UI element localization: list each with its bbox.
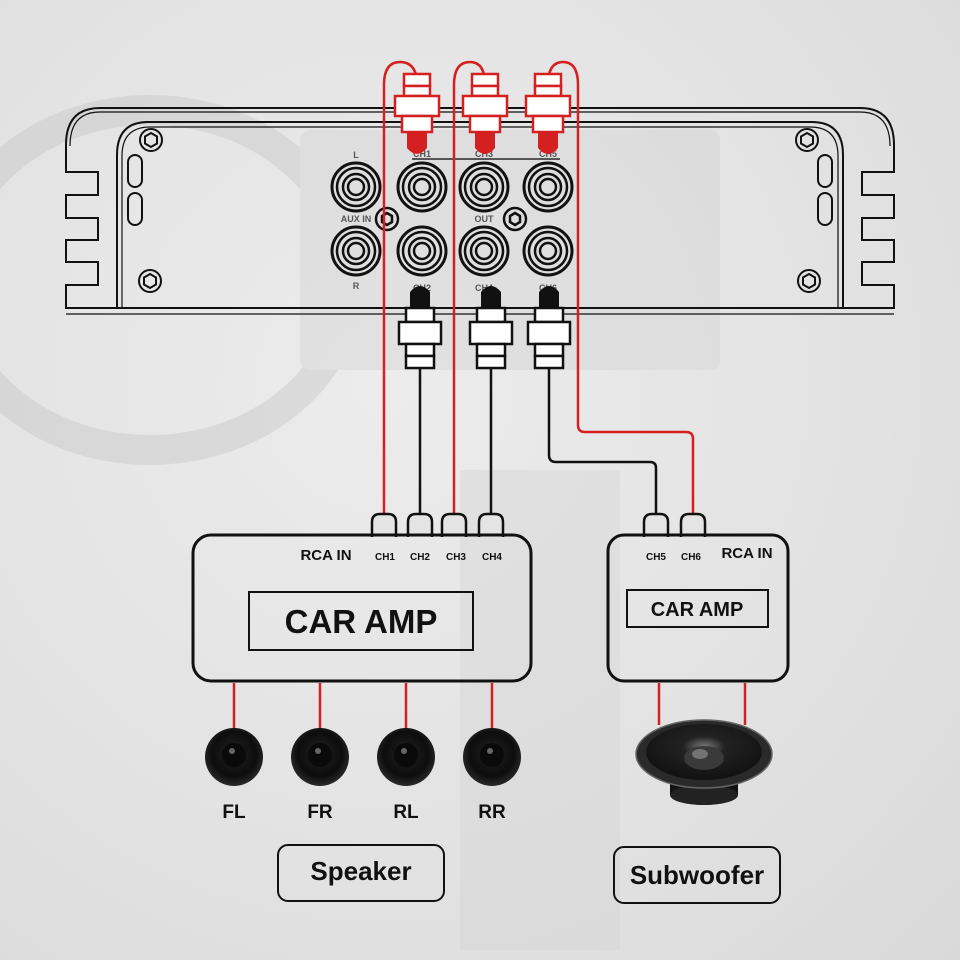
rca-jacks (330, 161, 574, 277)
rca-jack-icon (396, 225, 448, 277)
background-dashboard (0, 95, 720, 950)
amp-sub-input-jacks (642, 512, 707, 537)
vent-slots (127, 154, 833, 226)
aux-in-label: AUX IN (341, 214, 372, 224)
amp-input-jack-icon (477, 512, 505, 537)
amp-4ch-ch4-label: CH4 (482, 552, 502, 563)
red-rca-plug-icon (524, 72, 572, 154)
rca-jack-icon (458, 225, 510, 277)
speaker-group-label: Speaker (310, 856, 411, 886)
amp-sub-input-label: RCA IN (721, 545, 772, 562)
aux-right-label: R (353, 281, 360, 291)
speaker-rr: RR (463, 683, 521, 823)
rca-jack-icon (396, 161, 448, 213)
speaker-icon (291, 728, 349, 786)
red-rca-plug-icon (461, 72, 509, 154)
amp-sub: CH5 CH6 RCA IN CAR AMP (606, 512, 790, 683)
subwoofer-group-box (613, 846, 781, 904)
amp-input-jack-icon (406, 512, 434, 537)
speaker-label: RL (393, 802, 419, 823)
red-rca-plugs (393, 72, 572, 154)
amp-4ch-title-box (248, 591, 474, 651)
hu-ch1-label: CH1 (413, 149, 431, 159)
amp-4ch-ch3-label: CH3 (446, 552, 466, 563)
amp-input-jack-icon (642, 512, 670, 537)
black-rca-plugs (397, 286, 572, 370)
rca-jack-icon (330, 161, 382, 213)
black-rca-plug-icon (526, 286, 572, 370)
speaker-rl: RL (377, 683, 435, 823)
speaker-icon (205, 728, 263, 786)
amp-sub-ch6-label: CH6 (681, 552, 701, 563)
black-rca-plug-icon (468, 286, 514, 370)
speaker-label: RR (478, 802, 506, 823)
amp-input-jack-icon (440, 512, 468, 537)
amp-4ch-input-label: RCA IN (300, 547, 351, 564)
amp-4ch-ch2-label: CH2 (410, 552, 430, 563)
speaker-icon (377, 728, 435, 786)
speaker-label: FL (222, 802, 246, 823)
amp-input-jack-icon (370, 512, 398, 537)
amp-sub-title-box (626, 589, 769, 628)
speaker-fl: FL (205, 683, 263, 823)
screw-icon (138, 128, 821, 293)
black-rca-plug-icon (397, 286, 443, 370)
red-rca-plug-icon (393, 72, 441, 154)
amp-4ch: RCA IN CH1 CH2 CH3 CH4 CAR AMP (191, 512, 533, 683)
amp-4ch-body (191, 533, 533, 683)
wire-ch6-red (546, 60, 695, 520)
out-label: OUT (475, 214, 495, 224)
speaker-fr: FR (291, 683, 349, 823)
amp-4ch-input-jacks (370, 512, 505, 537)
speakers: FL FR RL RR (205, 683, 521, 823)
speaker-group-box (277, 844, 445, 902)
sub-wires (657, 683, 747, 725)
rca-jack-icon (522, 225, 574, 277)
rca-jack-icon (522, 161, 574, 213)
amp-sub-title: CAR AMP (651, 599, 744, 621)
subwoofer-group-label: Subwoofer (630, 860, 764, 890)
amp-4ch-title: CAR AMP (285, 603, 438, 640)
speaker-label: FR (307, 802, 333, 823)
rca-jack-icon (330, 225, 382, 277)
speaker-icon (463, 728, 521, 786)
wire-ch5-black (547, 368, 658, 520)
rca-jack-icon (458, 161, 510, 213)
aux-left-label: L (353, 150, 359, 160)
amp-sub-body (606, 533, 790, 683)
amp-input-jack-icon (679, 512, 707, 537)
hu-ch3-label: CH3 (475, 149, 493, 159)
hu-ch4-label: CH4 (475, 283, 493, 293)
hex-nut-icon (374, 206, 528, 232)
amp-sub-ch5-label: CH5 (646, 552, 666, 563)
subwoofer-icon (635, 719, 773, 805)
amp-4ch-ch1-label: CH1 (375, 552, 395, 563)
